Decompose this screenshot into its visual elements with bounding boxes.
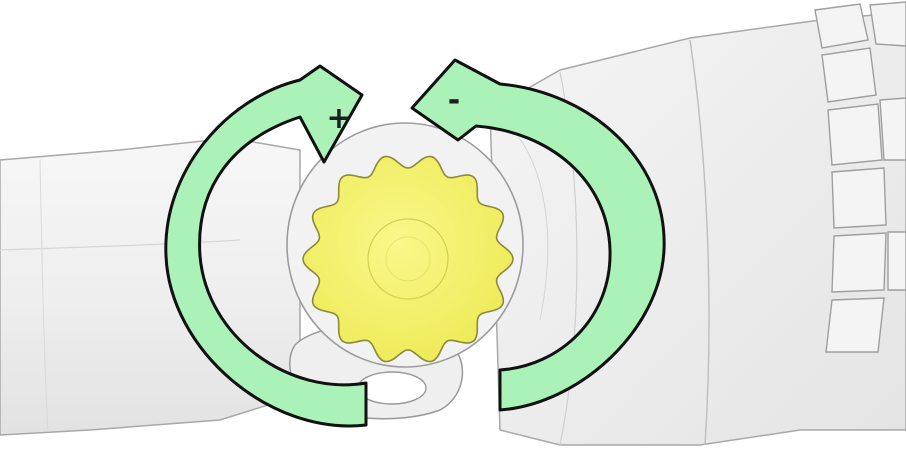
plus-label: + (326, 101, 351, 136)
minus-label: - (448, 83, 460, 118)
